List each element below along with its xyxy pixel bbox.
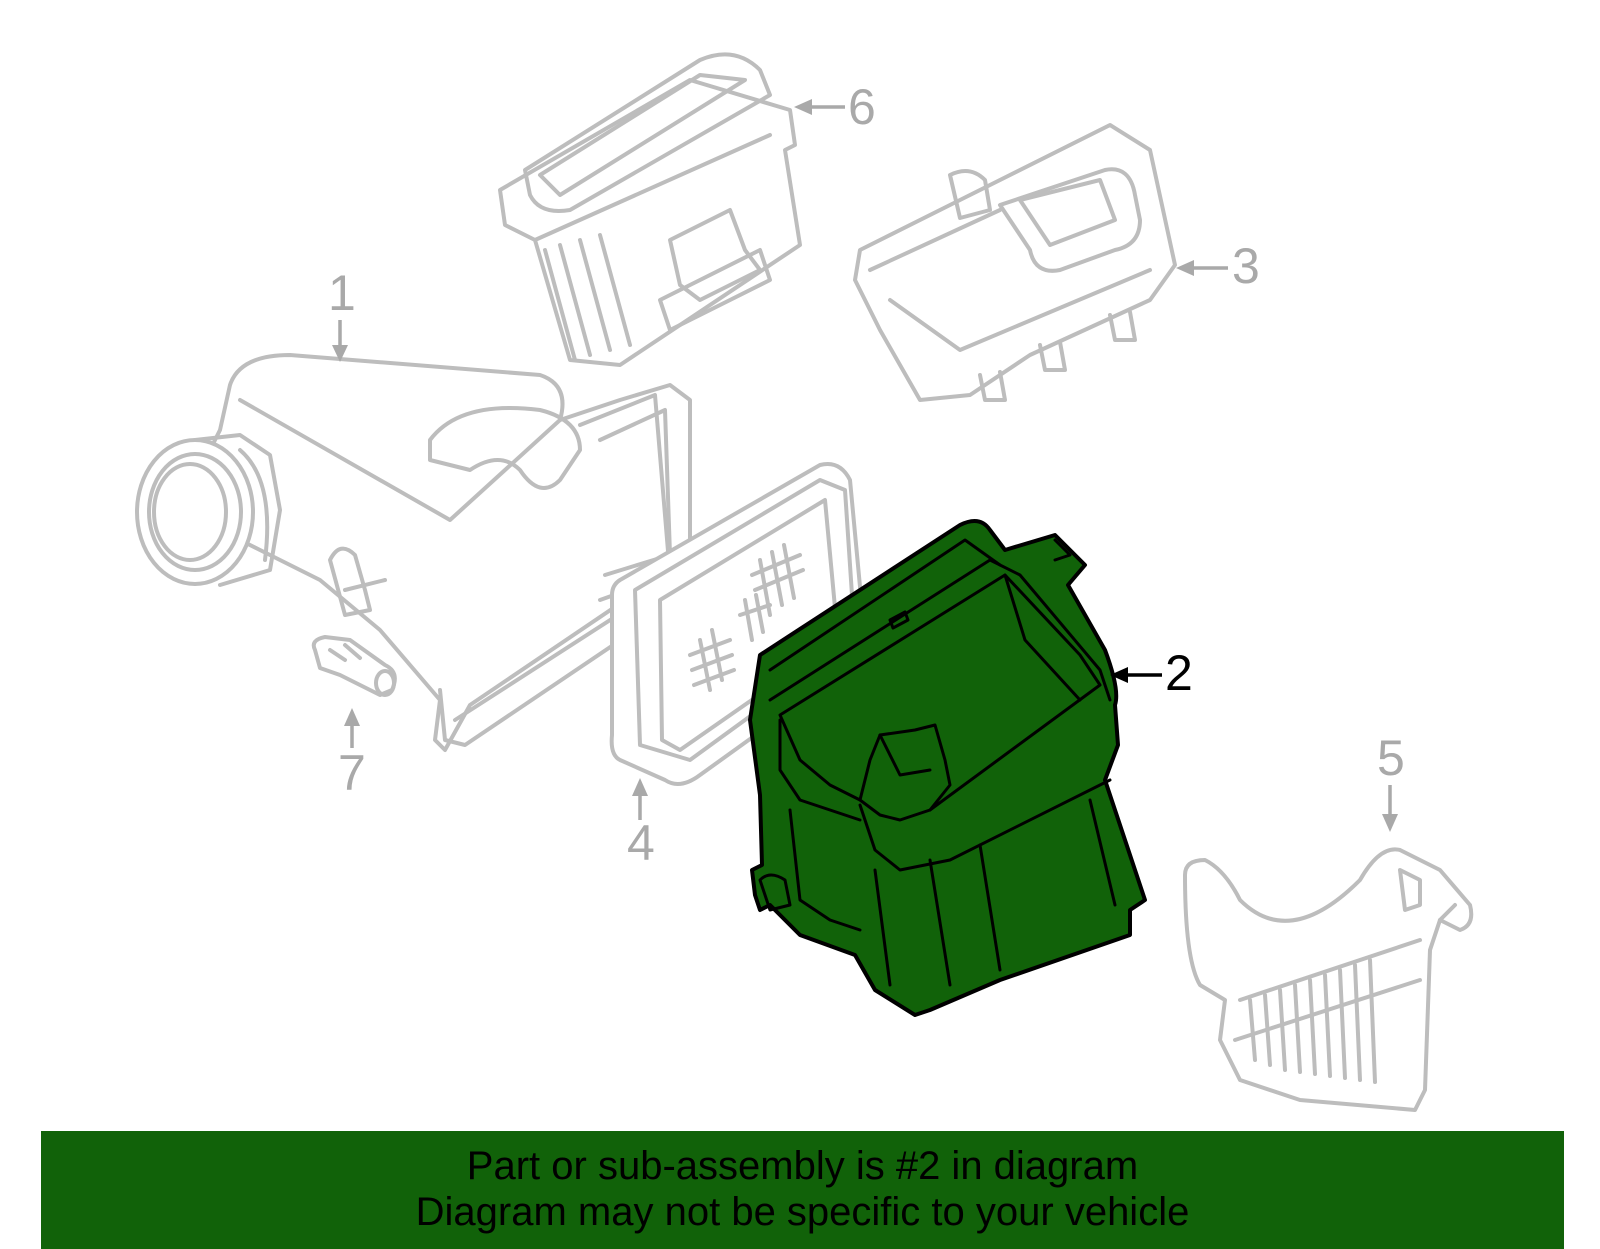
part-3-cover[interactable] bbox=[853, 123, 1177, 402]
callout-label: 6 bbox=[848, 79, 876, 135]
callout-label: 2 bbox=[1165, 645, 1193, 701]
callout-5: 5 bbox=[1377, 730, 1405, 832]
callout-label: 3 bbox=[1232, 238, 1260, 294]
callout-label: 7 bbox=[338, 745, 366, 801]
callout-1: 1 bbox=[328, 265, 356, 362]
part-1-upper-housing[interactable] bbox=[135, 353, 692, 752]
callout-6: 6 bbox=[794, 79, 876, 135]
part-2-lower-housing[interactable] bbox=[748, 519, 1147, 1017]
callout-3: 3 bbox=[1176, 238, 1260, 294]
part-4-filter[interactable] bbox=[609, 462, 867, 786]
callout-label: 5 bbox=[1377, 730, 1405, 786]
banner-line-2: Diagram may not be specific to your vehi… bbox=[415, 1190, 1190, 1234]
banner-line-1: Part or sub-assembly is #2 in diagram bbox=[466, 1144, 1139, 1188]
part-6-sensor-housing[interactable] bbox=[498, 52, 802, 367]
info-banner: Part or sub-assembly is #2 in diagram Di… bbox=[41, 1131, 1564, 1249]
callout-label: 4 bbox=[627, 815, 655, 871]
callout-4: 4 bbox=[627, 778, 655, 871]
part-5-duct[interactable] bbox=[1183, 847, 1474, 1112]
part-7-fitting[interactable] bbox=[311, 635, 397, 697]
callout-7: 7 bbox=[338, 708, 366, 801]
callout-2: 2 bbox=[1110, 645, 1193, 701]
callout-label: 1 bbox=[328, 265, 356, 321]
